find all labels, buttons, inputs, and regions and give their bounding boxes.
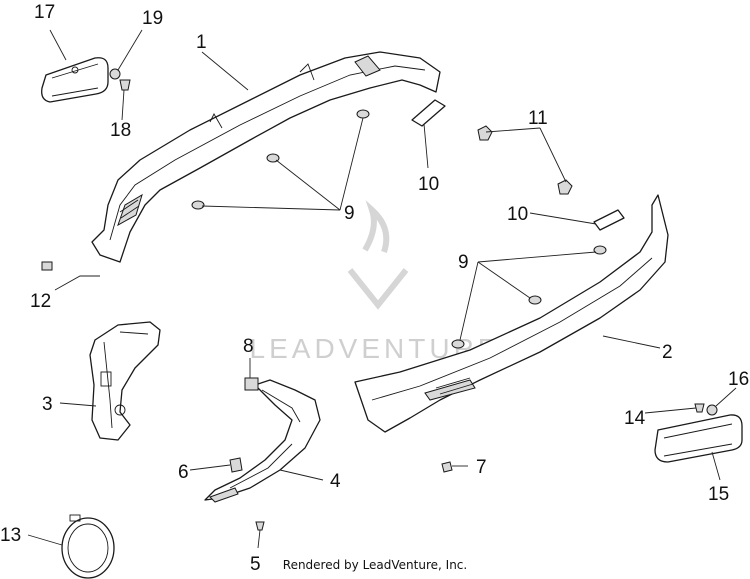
- part-1-upper-shroud[interactable]: [91, 51, 441, 263]
- screw-5: [255, 521, 265, 531]
- part-17-left-reflector[interactable]: [41, 57, 109, 103]
- leadventure-watermark: LEADVENTURE: [250, 200, 496, 364]
- clip-6: [229, 457, 243, 473]
- part-3-side-bracket[interactable]: [89, 321, 161, 441]
- callout-3: 3: [42, 394, 53, 415]
- footer-credit: Rendered by LeadVenture, Inc.: [282, 558, 468, 572]
- clip: [593, 209, 625, 231]
- clip: [411, 99, 446, 127]
- callout-2: 2: [662, 342, 673, 363]
- callout-5: 5: [250, 554, 261, 575]
- screw-7: [441, 461, 453, 473]
- callout-15: 15: [708, 484, 729, 505]
- callout-10-upper: 10: [418, 174, 439, 195]
- callout-12: 12: [30, 291, 51, 312]
- clip-8: [244, 377, 259, 391]
- clip-18: [119, 79, 131, 91]
- hardware: [41, 68, 718, 531]
- callout-9-upper: 9: [344, 203, 355, 224]
- callout-11: 11: [528, 108, 548, 129]
- grommet: [528, 295, 542, 305]
- part-4-deflector[interactable]: [204, 379, 321, 503]
- callout-14: 14: [624, 408, 646, 429]
- callout-13: 13: [0, 525, 21, 546]
- callout-18: 18: [110, 120, 131, 141]
- nut: [557, 179, 573, 195]
- leader-lines: [27, 29, 737, 549]
- screw-12: [41, 261, 53, 271]
- callout-8: 8: [243, 336, 254, 357]
- callout-10-lower: 10: [507, 204, 528, 225]
- callout-7: 7: [476, 457, 487, 478]
- grommet: [451, 339, 465, 349]
- callout-9-lower: 9: [458, 252, 469, 273]
- callout-1: 1: [196, 32, 207, 53]
- part-2-lower-bumper[interactable]: [354, 194, 669, 433]
- callout-6: 6: [178, 462, 189, 483]
- washer-19: [109, 68, 121, 80]
- callout-4: 4: [330, 471, 341, 492]
- grommet: [593, 245, 607, 255]
- nut: [477, 125, 493, 141]
- callout-17: 17: [34, 2, 55, 23]
- clip-14: [694, 403, 705, 413]
- part-15-right-reflector[interactable]: [654, 414, 743, 463]
- grommet: [191, 200, 205, 210]
- callout-19: 19: [142, 8, 163, 29]
- washer-16: [706, 404, 718, 416]
- grommet: [356, 109, 370, 119]
- callout-16: 16: [728, 369, 749, 390]
- part-13-round-cap[interactable]: [61, 514, 115, 579]
